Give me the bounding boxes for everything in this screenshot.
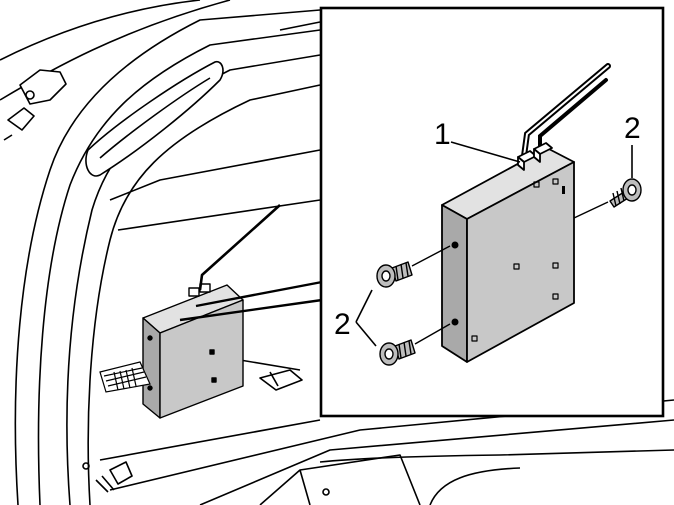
module-installed-small — [142, 204, 281, 419]
screw-left-lower — [379, 339, 416, 366]
screw-left-upper — [376, 261, 413, 288]
screw-left-lower-guide — [414, 323, 451, 345]
module-cable — [521, 63, 611, 159]
screw-right — [609, 178, 642, 208]
callout-module-1: 1 — [434, 118, 451, 151]
screw-left-upper-guide — [411, 245, 451, 267]
screw-right-guide — [573, 201, 609, 219]
callout-leaders — [355, 141, 633, 347]
magnify-leader-lines — [179, 280, 323, 322]
strap-detail — [99, 361, 151, 393]
control-module — [441, 142, 575, 363]
callout-screw-2-left: 2 — [334, 308, 351, 341]
callout-screw-2-right: 2 — [624, 112, 641, 145]
